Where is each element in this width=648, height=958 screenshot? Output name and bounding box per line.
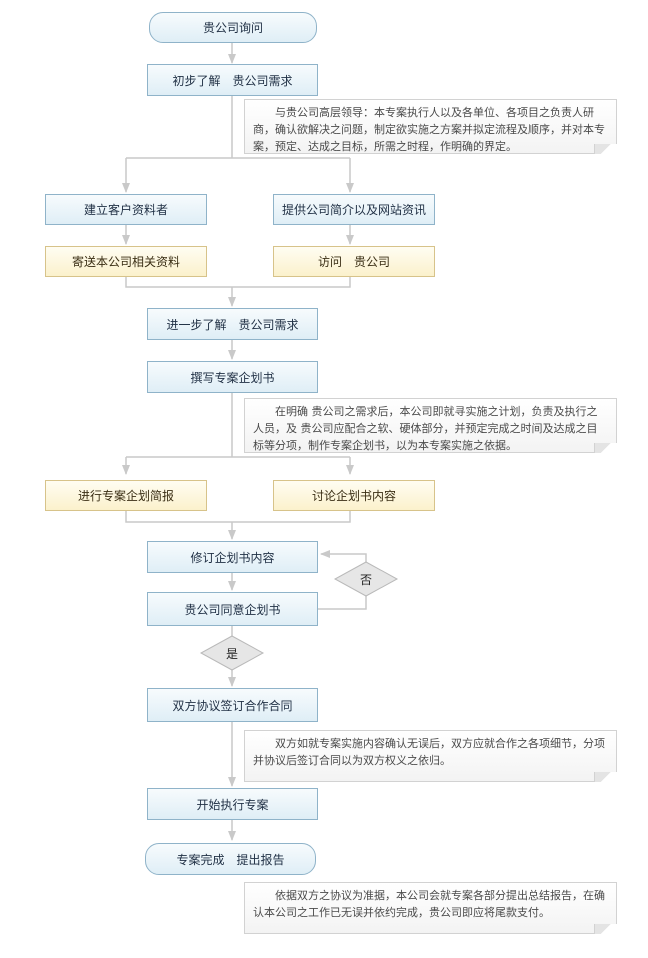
- decision-no-diamond: [333, 561, 399, 597]
- note-write-plan: 在明确 贵公司之需求后，本公司即就寻实施之计划，负责及执行之人员，及 贵公司应配…: [244, 398, 617, 453]
- step-sign-contract: 双方协议签订合作合同: [147, 688, 318, 722]
- note-text: 在明确 贵公司之需求后，本公司即就寻实施之计划，负责及执行之人员，及 贵公司应配…: [253, 405, 598, 452]
- step-company-intro: 提供公司简介以及网站资讯: [273, 194, 435, 225]
- step-complete-report: 专案完成 提出报告: [145, 843, 316, 875]
- step-revise-plan: 修订企划书内容: [147, 541, 318, 573]
- note-first-understanding: 与贵公司高层领导：本专案执行人以及各单位、各项目之负责人研商，确认欲解决之问题，…: [244, 99, 617, 154]
- step-further-understanding: 进一步了解 贵公司需求: [147, 308, 318, 340]
- line-agree-to-no: [318, 596, 367, 610]
- step-write-plan: 撰写专案企划书: [147, 361, 318, 393]
- note-text: 依据双方之协议为准据，本公司会就专案各部分提出总结报告，在确认本公司之工作已无误…: [253, 889, 605, 919]
- step-start-project: 开始执行专案: [147, 788, 318, 820]
- arrow-no-to-revise: [320, 550, 367, 562]
- connectors: [122, 43, 367, 841]
- page-fold-icon: [594, 924, 617, 934]
- note-text: 双方如就专案实施内容确认无误后，双方应就合作之各项细节，分项并协议后签订合同以为…: [253, 737, 605, 767]
- step-first-understanding: 初步了解 贵公司需求: [147, 64, 318, 96]
- step-plan-briefing: 进行专案企划简报: [45, 480, 207, 511]
- line-merge-1: [125, 277, 351, 288]
- step-send-materials: 寄送本公司相关资料: [45, 246, 207, 277]
- step-discuss-plan: 讨论企划书内容: [273, 480, 435, 511]
- note-complete-report: 依据双方之协议为准据，本公司会就专案各部分提出总结报告，在确认本公司之工作已无误…: [244, 882, 617, 934]
- step-agree-plan: 贵公司同意企划书: [147, 592, 318, 626]
- decision-no-label: 否: [359, 573, 372, 587]
- step-inquiry: 贵公司询问: [149, 12, 317, 43]
- decision-yes-diamond: [199, 635, 265, 671]
- step-visit: 访问 贵公司: [273, 246, 435, 277]
- step-build-client-profile: 建立客户资料者: [45, 194, 207, 225]
- page-fold-icon: [594, 144, 617, 154]
- line-merge-2: [125, 511, 351, 523]
- note-text: 与贵公司高层领导：本专案执行人以及各单位、各项目之负责人研商，确认欲解决之问题，…: [253, 106, 605, 153]
- page-fold-icon: [594, 772, 617, 782]
- page-fold-icon: [594, 443, 617, 453]
- note-sign-contract: 双方如就专案实施内容确认无误后，双方应就合作之各项细节，分项并协议后签订合同以为…: [244, 730, 617, 782]
- decision-yes-label: 是: [225, 647, 238, 661]
